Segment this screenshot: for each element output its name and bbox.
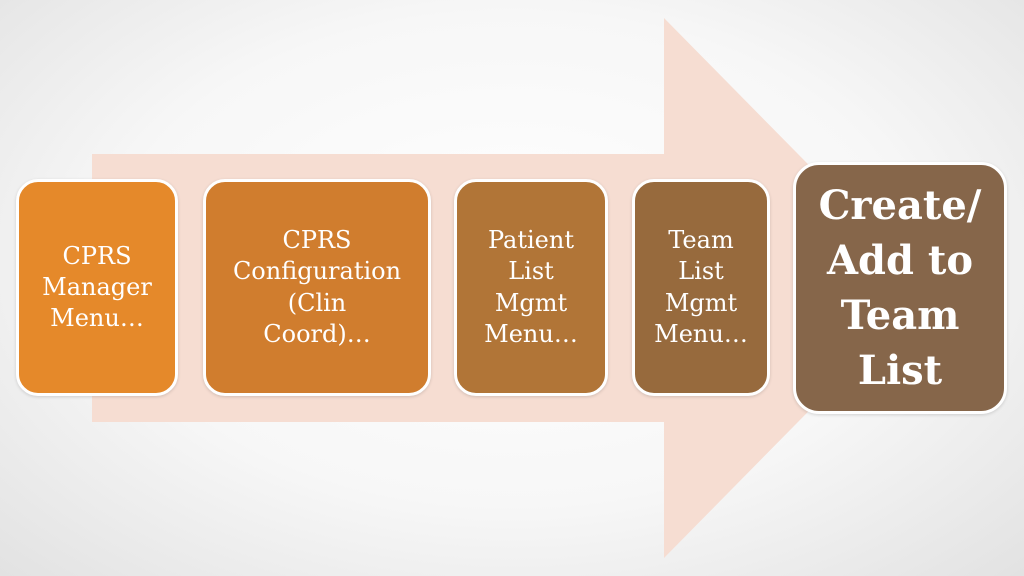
step-label: CPRS Manager Menu… (42, 241, 152, 333)
step-label: CPRS Configuration (Clin Coord)… (232, 226, 402, 348)
step-label: Team List Mgmt Menu… (654, 226, 748, 348)
step-label: Create/ Add to Team List (818, 181, 982, 395)
step-create-add-to-team-list: Create/ Add to Team List (793, 162, 1007, 414)
step-patient-list-mgmt-menu: Patient List Mgmt Menu… (454, 179, 608, 396)
step-team-list-mgmt-menu: Team List Mgmt Menu… (632, 179, 770, 396)
step-cprs-configuration: CPRS Configuration (Clin Coord)… (203, 179, 431, 396)
step-label: Patient List Mgmt Menu… (484, 226, 578, 348)
step-cprs-manager-menu: CPRS Manager Menu… (16, 179, 178, 396)
